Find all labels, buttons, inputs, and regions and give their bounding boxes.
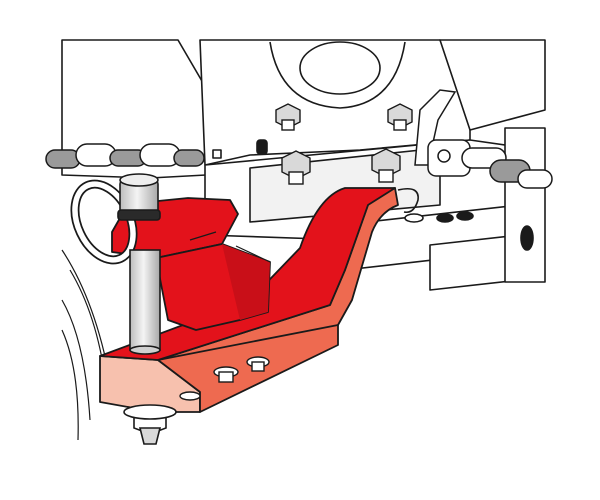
drawbar-beam-bottom	[157, 324, 339, 413]
beam-bolt	[179, 391, 201, 401]
pin-shaft	[129, 249, 161, 351]
housing-boss-face	[299, 41, 381, 95]
drawbar-beam-top	[99, 187, 396, 361]
retaining-clip	[397, 187, 424, 223]
chain-link	[45, 149, 81, 169]
chain-link	[517, 169, 553, 189]
mounting-bolts	[275, 103, 413, 185]
side-bracket-hole	[520, 225, 534, 251]
pin-shaft-base	[129, 345, 161, 355]
clip-ring	[404, 213, 424, 223]
housing-bolt	[256, 139, 268, 155]
hex-nut	[371, 148, 401, 183]
hex-nut	[387, 103, 413, 131]
chain-link	[173, 149, 205, 167]
housing-right	[439, 39, 546, 131]
hitch-pin-assembly	[70, 173, 177, 445]
drawbar	[99, 187, 399, 413]
housing-bolt	[212, 149, 222, 159]
chain-right	[414, 89, 553, 189]
beam-bolts	[179, 356, 270, 401]
hitch-block-shade	[222, 244, 270, 320]
side-bracket	[504, 127, 546, 283]
hex-nut	[281, 150, 311, 185]
clevis-pin	[437, 149, 451, 163]
pin-washer	[117, 209, 161, 221]
rail-hole	[456, 211, 474, 221]
lift-arm	[414, 89, 457, 166]
wheel-tread-left	[61, 249, 111, 441]
chain-left	[45, 143, 205, 169]
beam-bolt-stem	[218, 371, 234, 383]
pin-bottom-washer	[123, 404, 177, 420]
hex-nut	[275, 103, 301, 131]
beam-bolt-stem	[251, 361, 265, 372]
rail-hole	[436, 213, 454, 223]
pin-collar-top	[119, 173, 159, 187]
hitch-block-edge	[189, 231, 271, 263]
pin-bottom-tip	[138, 427, 162, 445]
